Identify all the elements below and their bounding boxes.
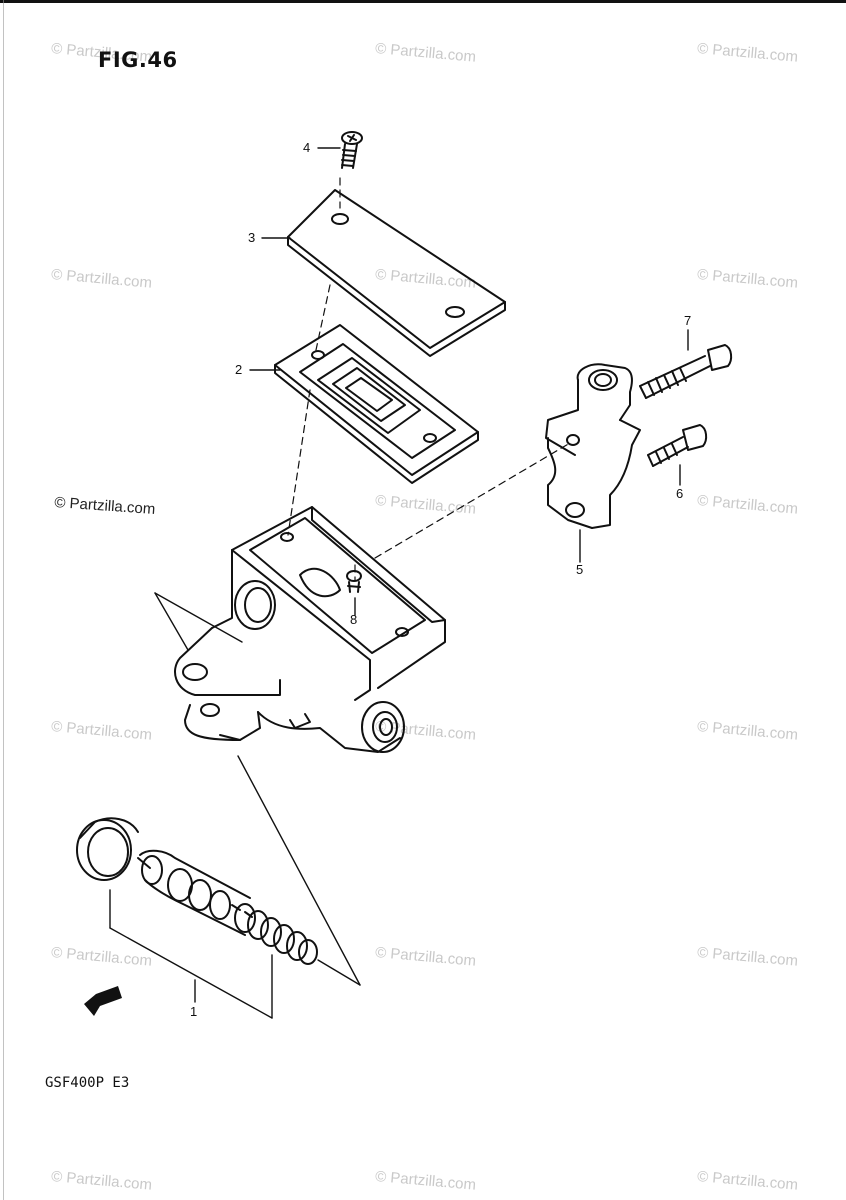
triangle-reference-lines	[154, 592, 361, 986]
callout-7: 7	[684, 313, 692, 328]
clamp-holder-part-5	[545, 363, 641, 529]
callout-8: 8	[350, 612, 358, 627]
callout-3: 3	[248, 230, 256, 245]
callout-2: 2	[235, 362, 243, 377]
top-border	[0, 0, 846, 3]
model-code: GSF400P E3	[45, 1075, 130, 1091]
left-border	[3, 0, 4, 1200]
screw-part-8	[346, 570, 362, 593]
callout-6: 6	[676, 486, 684, 501]
leader-lines	[109, 147, 689, 1019]
diaphragm-part-2	[274, 324, 479, 484]
forward-direction-arrow	[84, 986, 122, 1016]
callout-1: 1	[190, 1004, 198, 1019]
reservoir-cap-part-3	[287, 189, 506, 357]
master-cylinder-body	[174, 506, 446, 753]
assembly-dash-lines	[287, 177, 571, 581]
callout-4: 4	[303, 140, 311, 155]
bolt-part-7	[639, 344, 733, 399]
callout-5: 5	[576, 562, 584, 577]
figure-title: FIG.46	[98, 48, 178, 72]
screw-part-4	[341, 131, 363, 169]
piston-kit-part-1	[76, 817, 318, 965]
bolt-part-6	[647, 424, 708, 467]
